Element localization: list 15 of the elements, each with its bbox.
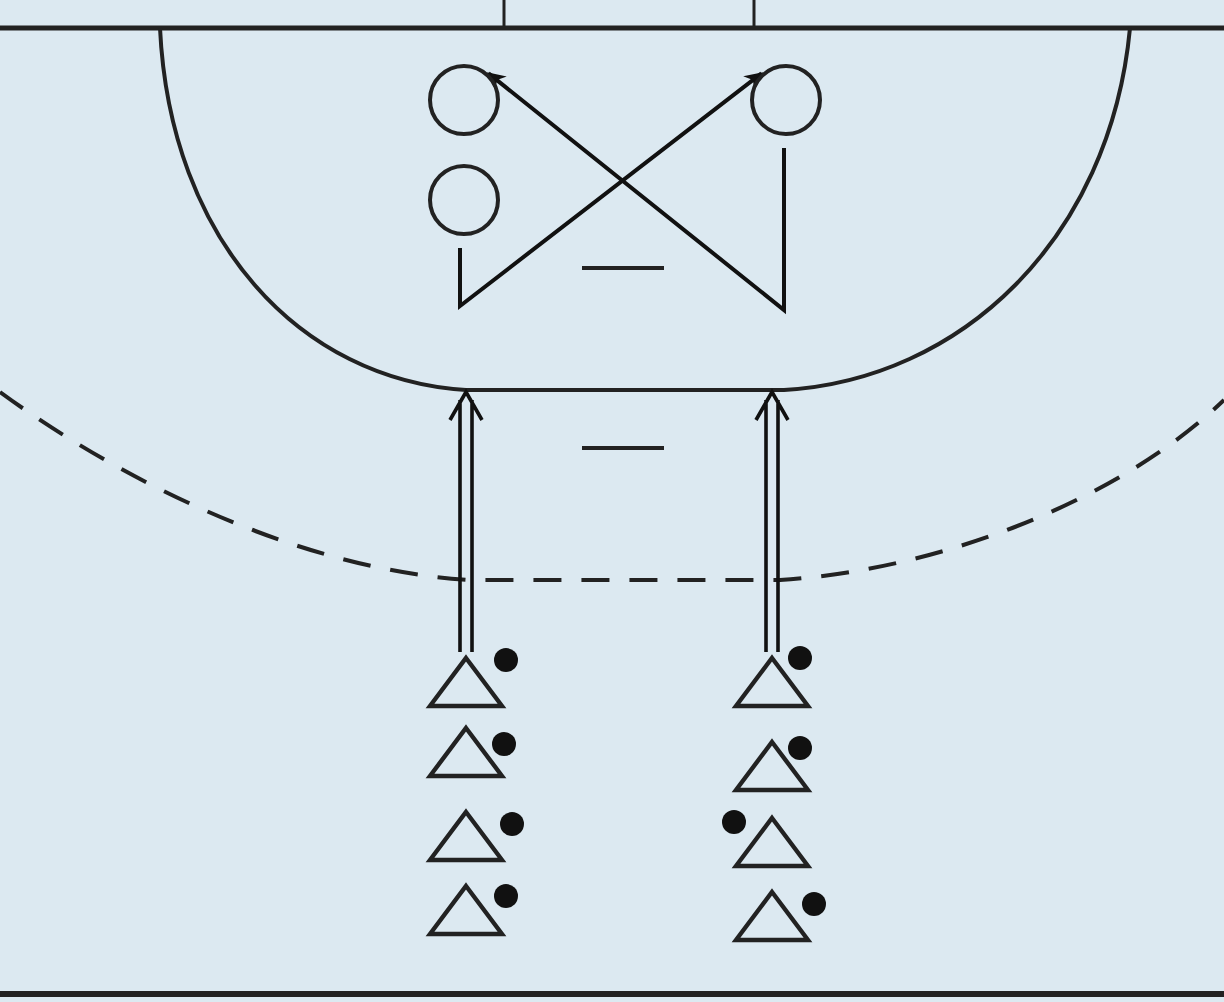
double-line-arrow bbox=[754, 388, 790, 654]
player-triangle bbox=[734, 816, 810, 868]
double-line-arrow bbox=[448, 388, 484, 654]
player-triangle bbox=[428, 810, 504, 862]
defender-circle bbox=[750, 64, 822, 136]
defender-circle bbox=[428, 164, 500, 236]
arrow bbox=[487, 71, 786, 315]
arrow bbox=[458, 71, 763, 311]
player-triangle bbox=[734, 890, 810, 942]
defender-circle bbox=[428, 64, 500, 136]
player-triangle bbox=[428, 884, 504, 936]
player-triangle bbox=[428, 726, 504, 778]
player-triangle bbox=[734, 740, 810, 792]
player-triangle bbox=[428, 656, 504, 708]
player-triangle bbox=[734, 656, 810, 708]
